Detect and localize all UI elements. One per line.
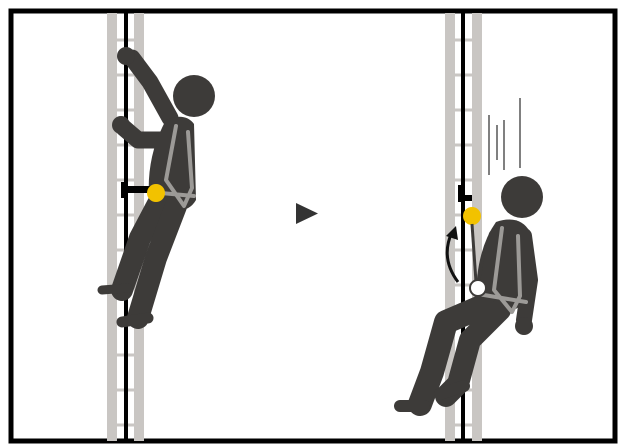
worker-head-left [173,75,215,117]
fall-arrester-device-left [147,184,165,202]
ladder-rail-left-outer [107,13,117,441]
arrester-body-left [121,182,127,198]
worker-hand-right-hanging [515,317,533,335]
fall-arrester-device-right [463,207,481,225]
worker-left-hand-top [117,47,135,65]
attachment-ring-right [470,280,486,296]
worker-foot-left-a [102,288,128,290]
worker-foot-left-b [122,318,148,322]
worker-right-hand [112,116,130,134]
arrester-connector-right [458,195,472,201]
worker-arm-right-hanging [524,236,530,320]
worker-head-right [501,176,543,218]
worker-foot-right-b [440,386,464,394]
